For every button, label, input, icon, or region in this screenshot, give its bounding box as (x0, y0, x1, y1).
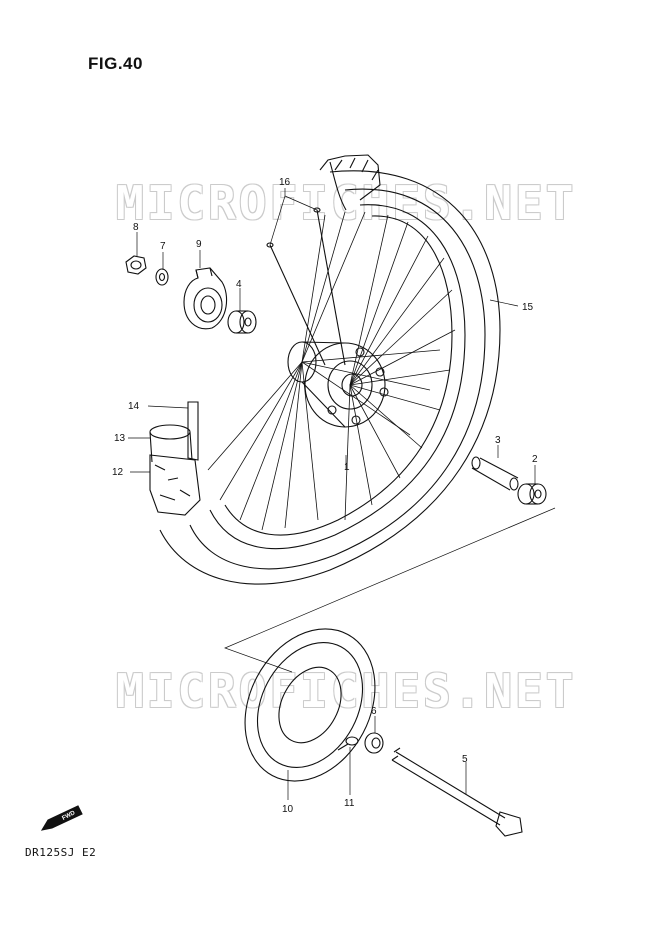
wheel-rim (149, 154, 501, 585)
callout-8: 8 (133, 222, 139, 233)
part-9-gearbox (183, 267, 228, 330)
assembly-lines (224, 507, 556, 673)
leader-lines (128, 188, 536, 800)
callout-labels: 1 2 3 4 5 6 7 8 9 10 11 12 13 14 15 16 (112, 177, 538, 815)
part-8-nut (125, 255, 147, 275)
part-16-spokes (266, 207, 346, 366)
callout-7: 7 (160, 241, 166, 252)
callout-11: 11 (344, 798, 355, 809)
callout-3: 3 (495, 435, 501, 446)
callout-2: 2 (532, 454, 538, 465)
callout-16: 16 (279, 177, 291, 188)
callout-1: 1 (344, 462, 350, 473)
part-2-bearing (517, 483, 547, 505)
callout-12: 12 (112, 467, 124, 478)
callout-14: 14 (128, 401, 140, 412)
hub (287, 341, 389, 428)
figure-title: FIG.40 (88, 54, 143, 73)
part-4-bearing (227, 310, 257, 334)
callout-9: 9 (196, 239, 202, 250)
spokes (207, 211, 456, 531)
callout-13: 13 (114, 433, 126, 444)
part-14-rim-band (187, 401, 199, 461)
callout-5: 5 (462, 754, 468, 765)
callout-4: 4 (236, 279, 242, 290)
watermark-bottom: MICROFICHES.NET (116, 664, 577, 718)
part-6-collar (364, 732, 384, 754)
part-7-washer (155, 268, 169, 286)
part-5-axle (391, 747, 523, 837)
callout-15: 15 (522, 302, 534, 313)
watermark-top: MICROFICHES.NET (116, 176, 577, 230)
part-13-tube (149, 424, 193, 463)
part-10-brake-disc (244, 628, 376, 782)
part-11-screw (337, 736, 359, 751)
part-3-spacer (471, 456, 519, 491)
fwd-arrow-icon (40, 805, 83, 831)
model-code: DR125SJ E2 (25, 846, 97, 859)
callout-10: 10 (282, 804, 294, 815)
callout-6: 6 (371, 706, 377, 717)
